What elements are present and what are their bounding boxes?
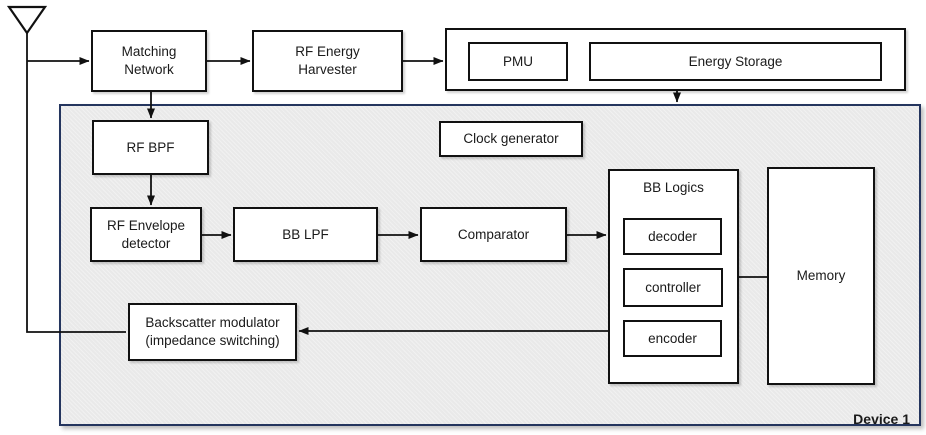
block-bb-lpf: BB LPF	[233, 207, 378, 262]
block-decoder: decoder	[623, 218, 722, 255]
block-backscatter-modulator: Backscatter modulator (impedance switchi…	[128, 303, 297, 361]
block-clock-generator: Clock generator	[439, 121, 583, 157]
block-bb-logics: BB Logics decoder controller encoder	[608, 169, 739, 384]
antenna-icon	[6, 5, 48, 35]
bb-logics-label: BB Logics	[643, 180, 704, 195]
device-label: Device 1	[853, 411, 910, 427]
block-energy-storage: Energy Storage	[589, 42, 882, 81]
block-rf-bpf: RF BPF	[92, 120, 209, 175]
block-encoder: encoder	[623, 320, 722, 357]
block-matching-network: Matching Network	[91, 30, 207, 92]
block-pmu: PMU	[468, 42, 568, 81]
block-controller: controller	[623, 268, 723, 307]
block-power-unit-container: PMU Energy Storage	[445, 28, 906, 91]
block-rf-envelope-detector: RF Envelope detector	[90, 207, 202, 262]
block-rf-energy-harvester: RF Energy Harvester	[252, 30, 403, 92]
block-comparator: Comparator	[420, 207, 567, 262]
block-memory: Memory	[767, 167, 875, 385]
